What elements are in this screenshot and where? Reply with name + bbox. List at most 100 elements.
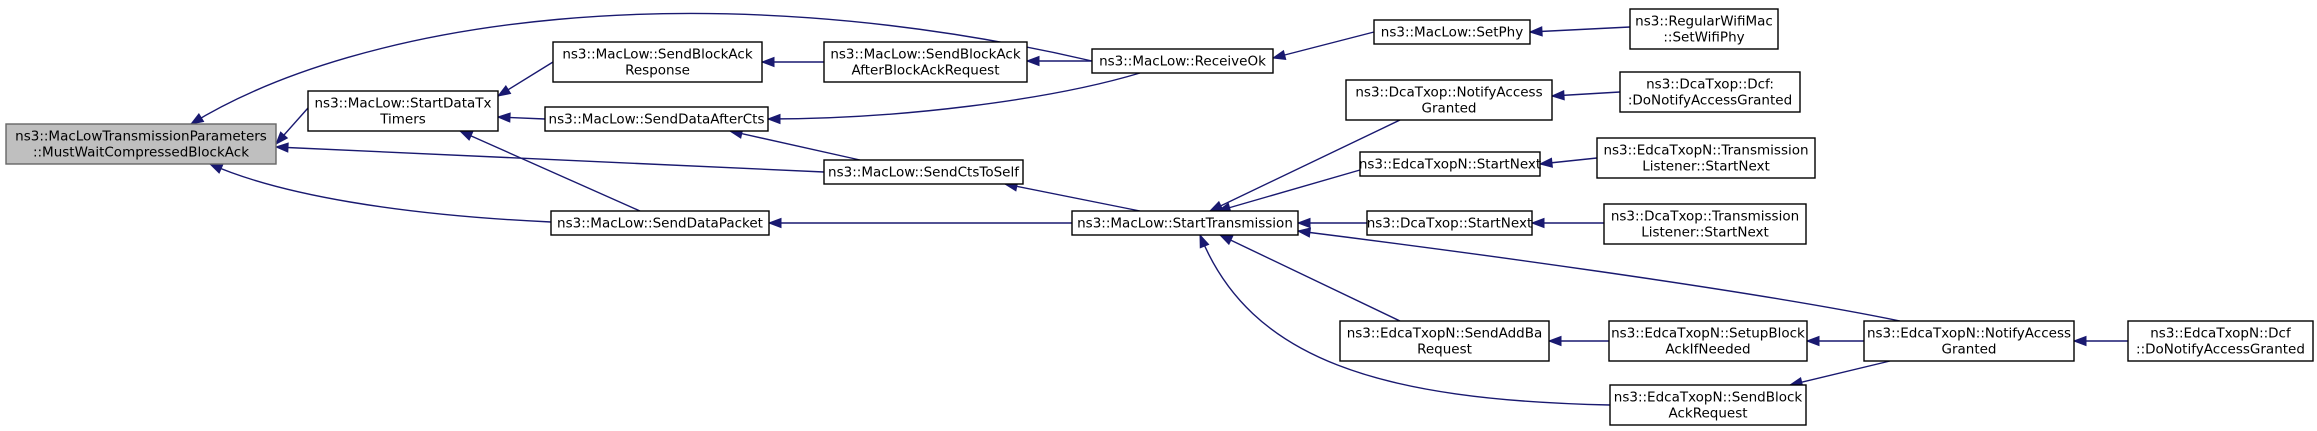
edge-line	[1789, 360, 1891, 386]
edge-line	[1199, 234, 1611, 406]
edge-dca-transmission-listener-start-next-to-dca-start-next	[1530, 217, 1604, 229]
edge-receive-ok-to-root	[189, 12, 1093, 125]
node-box	[1339, 320, 1550, 362]
node-label-line: ns3::MacLow::SendCtsToSelf	[828, 165, 1020, 181]
edge-start-transmission-to-send-data-packet	[767, 217, 1072, 229]
edge-send-cts-to-self-to-root	[274, 142, 825, 173]
edge-arrowhead	[458, 130, 474, 141]
node-label-line: ::SetWifiPhy	[1663, 30, 1744, 46]
edge-arrowhead	[1271, 49, 1287, 60]
edge-edca-setup-block-ack-if-needed-to-edca-send-add-ba-request	[1547, 335, 1609, 347]
edge-regular-wifi-mac-set-wifi-phy-to-set-phy	[1528, 26, 1631, 37]
node-box	[823, 159, 1024, 185]
node-label-line: AckIfNeeded	[1665, 342, 1750, 358]
node-send-data-packet[interactable]: ns3::MacLow::SendDataPacket	[550, 210, 770, 236]
edge-send-block-ack-response-to-start-data-tx-timers	[496, 61, 554, 97]
node-box	[307, 90, 499, 132]
node-box	[1629, 8, 1779, 50]
node-label-line: ns3::EdcaTxopN::NotifyAccess	[1867, 326, 2071, 342]
node-box	[1596, 137, 1816, 179]
edge-arrowhead	[208, 163, 224, 174]
node-edca-dcf-do-notify-access-granted[interactable]: ns3::EdcaTxopN::Dcf::DoNotifyAccessGrant…	[2127, 320, 2314, 362]
node-dca-start-next[interactable]: ns3::DcaTxop::StartNext	[1366, 210, 1533, 236]
node-edca-notify-access-granted[interactable]: ns3::EdcaTxopN::NotifyAccessGranted	[1863, 320, 2075, 362]
edge-dca-start-next-to-start-transmission	[1296, 217, 1367, 229]
edge-arrowhead	[496, 84, 512, 97]
node-box	[1091, 48, 1274, 74]
node-box	[1373, 19, 1531, 45]
node-label-line: ns3::MacLow::SendDataPacket	[557, 216, 763, 232]
node-box	[1619, 71, 1801, 113]
edge-receive-ok-to-send-block-ack-after-block-ack-request	[1025, 55, 1092, 67]
edge-send-data-after-cts-to-start-data-tx-timers	[496, 112, 546, 123]
node-receive-ok[interactable]: ns3::MacLow::ReceiveOk	[1091, 48, 1274, 74]
node-start-transmission[interactable]: ns3::MacLow::StartTransmission	[1071, 210, 1299, 236]
node-label-line: Granted	[1941, 342, 1996, 358]
edge-line	[1209, 119, 1401, 212]
node-label-line: ns3::EdcaTxopN::Transmission	[1603, 143, 1808, 159]
node-box	[1863, 320, 2075, 362]
edge-send-cts-to-self-to-send-data-after-cts	[728, 128, 861, 161]
node-label-line: Listener::StartNext	[1642, 159, 1770, 175]
node-dca-notify-access-granted[interactable]: ns3::DcaTxop::NotifyAccessGranted	[1345, 79, 1553, 121]
node-set-phy[interactable]: ns3::MacLow::SetPhy	[1373, 19, 1531, 45]
node-label-line: :DoNotifyAccessGranted	[1628, 93, 1792, 109]
node-box	[544, 106, 769, 132]
edge-line	[1272, 31, 1375, 59]
edge-set-phy-to-receive-ok	[1271, 31, 1375, 60]
edge-dca-dcf-do-notify-access-granted-to-dca-notify-access-granted	[1550, 90, 1621, 101]
node-label-line: ns3::MacLow::StartTransmission	[1077, 216, 1293, 232]
node-label-line: ns3::MacLow::SendDataAfterCts	[549, 112, 765, 128]
edge-line	[729, 130, 861, 161]
node-label-line: ns3::MacLow::SendBlockAck	[562, 47, 752, 63]
edge-arrowhead	[275, 131, 289, 146]
edge-edca-notify-access-granted-to-edca-send-block-ack-request	[1788, 360, 1891, 388]
edge-line	[190, 12, 1093, 125]
node-label-line: ns3::EdcaTxopN::SendBlock	[1614, 390, 1803, 406]
edge-arrowhead	[1199, 233, 1210, 249]
node-dca-transmission-listener-start-next[interactable]: ns3::DcaTxop::TransmissionListener::Star…	[1603, 203, 1807, 245]
node-box	[1366, 210, 1533, 236]
node-box	[2127, 320, 2314, 362]
edge-line	[767, 72, 1141, 120]
node-send-data-after-cts[interactable]: ns3::MacLow::SendDataAfterCts	[544, 106, 769, 132]
node-label-line: ns3::EdcaTxopN::StartNext	[1359, 157, 1541, 173]
node-regular-wifi-mac-set-wifi-phy[interactable]: ns3::RegularWifiMac::SetWifiPhy	[1629, 8, 1779, 50]
edge-arrowhead	[1805, 335, 1820, 347]
node-box	[1071, 210, 1299, 236]
edge-arrowhead	[1538, 157, 1553, 168]
node-box	[823, 41, 1028, 83]
edge-line	[1004, 183, 1141, 212]
edge-arrowhead	[760, 56, 775, 68]
node-label-line: Listener::StartNext	[1641, 225, 1769, 241]
node-label-line: Timers	[379, 112, 426, 128]
edge-arrowhead	[274, 142, 289, 153]
node-box	[1603, 203, 1807, 245]
edge-arrowhead	[1296, 217, 1311, 229]
node-dca-dcf-do-notify-access-granted[interactable]: ns3::DcaTxop::Dcf::DoNotifyAccessGranted	[1619, 71, 1801, 113]
node-label-line: ns3::MacLow::SendBlockAck	[830, 47, 1020, 63]
edge-arrowhead	[767, 217, 782, 229]
edge-line	[275, 146, 825, 173]
node-box	[1609, 384, 1807, 426]
edge-arrowhead	[1547, 335, 1562, 347]
edge-line	[1217, 169, 1361, 212]
node-edca-start-next[interactable]: ns3::EdcaTxopN::StartNext	[1359, 151, 1541, 177]
edge-send-block-ack-after-block-ack-request-to-send-block-ack-response	[760, 56, 824, 68]
edge-line	[1529, 26, 1631, 33]
edge-edca-dcf-do-notify-access-granted-to-edca-notify-access-granted	[2072, 335, 2128, 347]
node-root[interactable]: ns3::MacLowTransmissionParameters::MustW…	[5, 123, 277, 165]
node-label-line: ns3::MacLowTransmissionParameters	[15, 129, 267, 145]
edge-send-data-packet-to-start-data-tx-timers	[458, 130, 641, 212]
node-edca-transmission-listener-start-next[interactable]: ns3::EdcaTxopN::TransmissionListener::St…	[1596, 137, 1816, 179]
node-send-block-ack-after-block-ack-request[interactable]: ns3::MacLow::SendBlockAckAfterBlockAckRe…	[823, 41, 1028, 83]
node-box	[550, 210, 770, 236]
node-label-line: ns3::EdcaTxopN::Dcf	[2150, 326, 2292, 342]
node-send-cts-to-self[interactable]: ns3::MacLow::SendCtsToSelf	[823, 159, 1024, 185]
